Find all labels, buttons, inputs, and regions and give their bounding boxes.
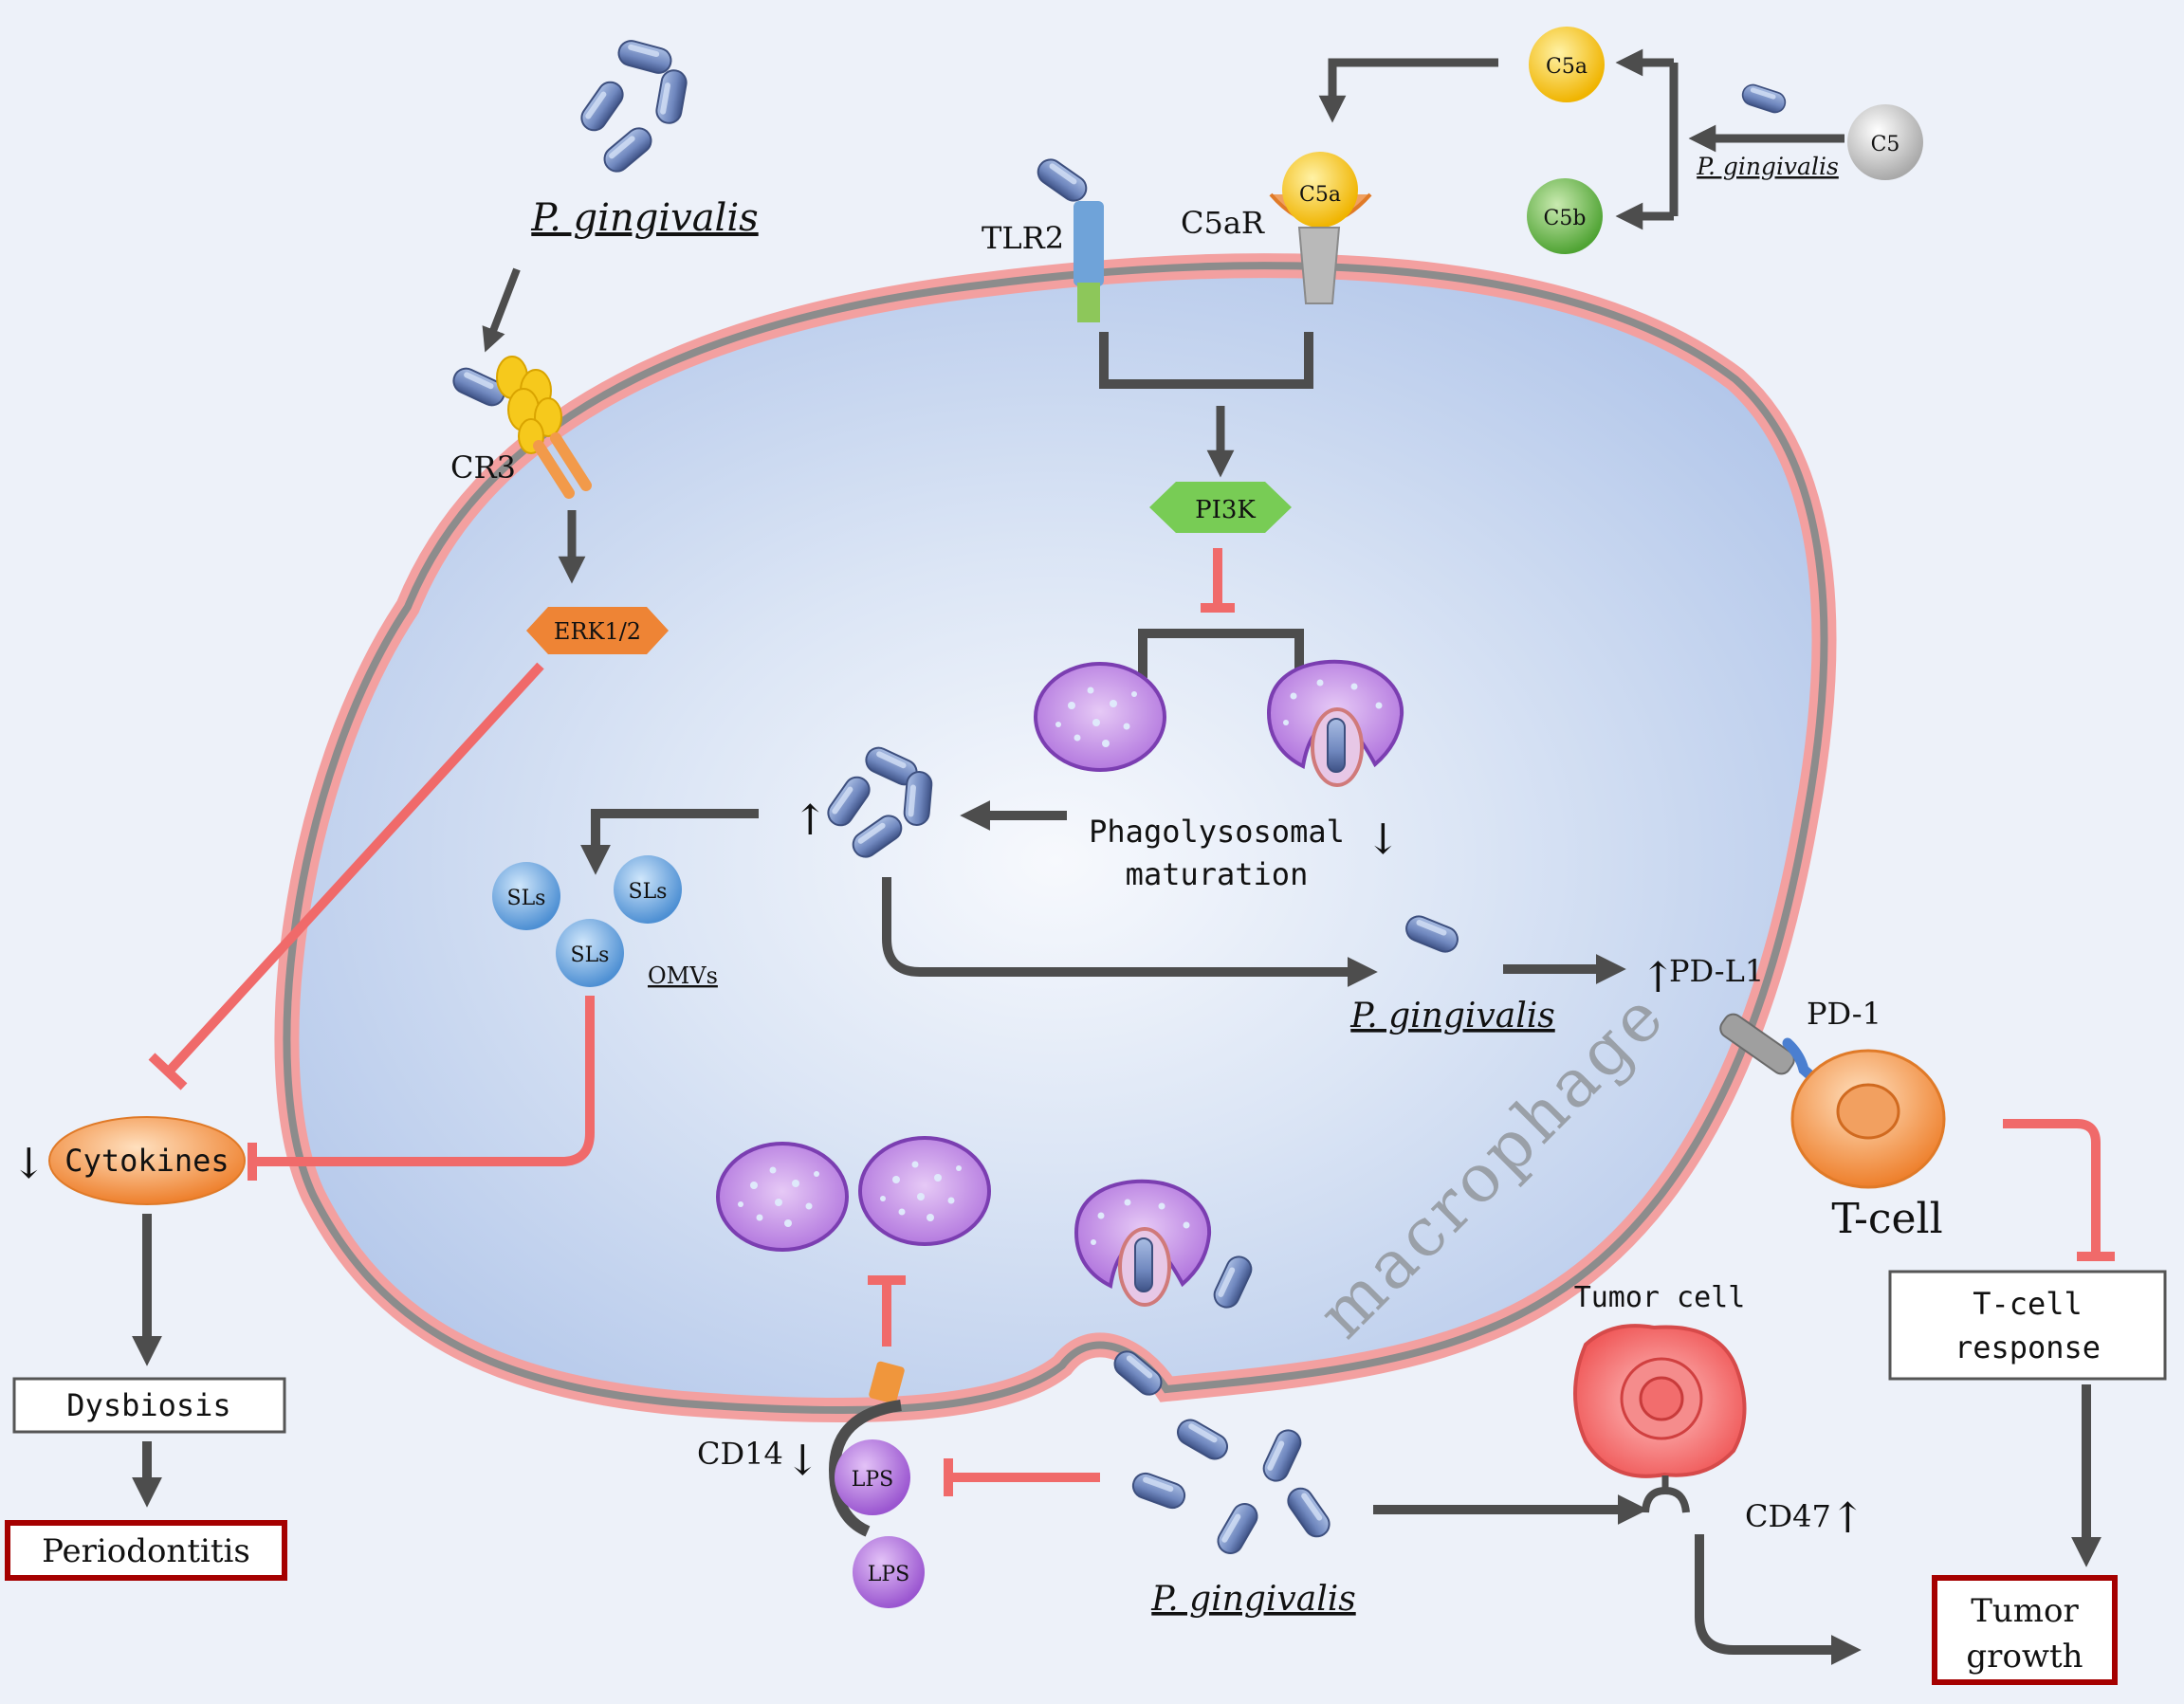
c5-label: C5	[1871, 133, 1900, 156]
sl-label-2: SLs	[629, 880, 668, 904]
arrow-pg-to-cr3	[482, 267, 521, 353]
c5b-label: C5b	[1544, 207, 1587, 230]
cr3-receptor	[449, 356, 592, 499]
c5a-bound-label: C5a	[1299, 183, 1341, 207]
tumor-growth-line1: Tumor	[1971, 1592, 2079, 1630]
pd-l1-pd-1-complex	[1719, 1013, 1831, 1094]
macrophage-cell: macrophage	[274, 253, 1837, 1423]
cd47-label: CD47	[1745, 1498, 1831, 1534]
periodontitis-box: Periodontitis	[5, 1520, 287, 1581]
inhibit-bacteria-to-lps	[944, 1458, 1100, 1496]
inhibit-erk-to-cytokines	[148, 662, 544, 1090]
tumor-cell	[1573, 1324, 1747, 1478]
cd14-down-indicator: ↓	[785, 1437, 820, 1485]
c5a-node: C5a	[1529, 27, 1605, 102]
phagolysosomal-label-line2: maturation	[1126, 856, 1309, 892]
c5ar-label: C5aR	[1181, 205, 1265, 241]
omvs-label: OMVs	[648, 962, 718, 989]
cr3-label: CR3	[450, 449, 516, 486]
arrow-cd47-to-tumor-growth	[1695, 1534, 1862, 1666]
pd-1-label: PD-1	[1807, 996, 1881, 1032]
tlr2-label: TLR2	[982, 220, 1064, 256]
t-cell	[1790, 1049, 1946, 1189]
inhibit-tcell-to-response	[2003, 1119, 2115, 1261]
bracket-receptors	[1099, 332, 1313, 389]
arrow-c5a-to-c5ar	[1318, 58, 1498, 123]
cytokines-node: Cytokines	[48, 1116, 246, 1205]
cytokines-label: Cytokines	[64, 1143, 229, 1179]
lps-bound-label: LPS	[852, 1468, 893, 1492]
cd14-label: CD14	[697, 1436, 783, 1472]
inhibit-cd14-to-phagosomes	[868, 1275, 906, 1347]
p-gingivalis-label-bottom: P. gingivalis	[1150, 1580, 1355, 1619]
bracket-phagosomes	[1138, 629, 1304, 678]
tumor-cell-label: Tumor cell	[1574, 1281, 1746, 1314]
inhibit-pi3k	[1201, 548, 1235, 613]
pd-l1-up-indicator: ↑	[1641, 954, 1676, 1002]
t-cell-label: T-cell	[1831, 1195, 1942, 1243]
arrow-bacteria-to-escape	[882, 877, 1378, 988]
phagosome-2	[716, 1142, 849, 1252]
inhibit-sls-to-cytokines	[248, 996, 595, 1181]
c5ar-receptor: C5a	[1269, 152, 1372, 304]
sl-vesicle-2: SLs	[614, 855, 682, 924]
pi3k-label: PI3K	[1195, 496, 1256, 524]
c5a-label: C5a	[1546, 55, 1588, 79]
p-gingivalis-label-c5: P. gingivalis	[1696, 153, 1839, 180]
sl-vesicle-1: SLs	[492, 862, 560, 930]
bacteria-cluster-top	[576, 37, 689, 177]
lps-free: LPS	[853, 1536, 925, 1608]
dysbiosis-box: Dysbiosis	[12, 1377, 286, 1434]
tumor-growth-box: Tumor growth	[1932, 1575, 2118, 1685]
tumor-growth-line2: growth	[1966, 1638, 2083, 1676]
phagolysosomal-label-line1: Phagolysosomal	[1089, 814, 1345, 850]
p-gingivalis-label-intracellular: P. gingivalis	[1349, 997, 1554, 1035]
cd47-receptor	[1642, 1475, 1690, 1513]
periodontitis-label: Periodontitis	[42, 1532, 250, 1570]
bacteria-up-indicator: ↑	[793, 797, 828, 845]
p-gingivalis-label-top: P. gingivalis	[530, 196, 758, 240]
cd14-receptor	[828, 1361, 905, 1537]
c5-node: C5	[1847, 104, 1923, 180]
sl-label-3: SLs	[571, 944, 610, 967]
lps-bound: LPS	[835, 1439, 910, 1515]
phagosome-1	[1034, 662, 1166, 772]
sl-label-1: SLs	[507, 887, 546, 910]
phagolysosomal-down-indicator: ↓	[1366, 815, 1401, 864]
arrow-bacteria-to-sls	[579, 809, 759, 875]
tcell-response-line2: response	[1955, 1329, 2101, 1365]
sl-vesicle-3: SLs	[556, 919, 624, 987]
dysbiosis-label: Dysbiosis	[66, 1387, 230, 1423]
erk-label: ERK1/2	[554, 618, 641, 645]
tlr2-receptor	[1032, 154, 1104, 322]
pi3k-node: PI3K	[1149, 482, 1292, 533]
phagosome-3	[858, 1136, 991, 1246]
tcell-response-box: T-cell response	[1888, 1270, 2167, 1381]
tcell-response-line1: T-cell	[1973, 1286, 2083, 1322]
erk-node: ERK1/2	[526, 607, 669, 654]
pd-l1-label: PD-L1	[1669, 953, 1764, 989]
cytokines-down-indicator: ↓	[11, 1140, 46, 1188]
c5b-node: C5b	[1527, 178, 1603, 254]
lps-free-label: LPS	[868, 1563, 909, 1586]
cd47-up-indicator: ↑	[1830, 1494, 1865, 1543]
